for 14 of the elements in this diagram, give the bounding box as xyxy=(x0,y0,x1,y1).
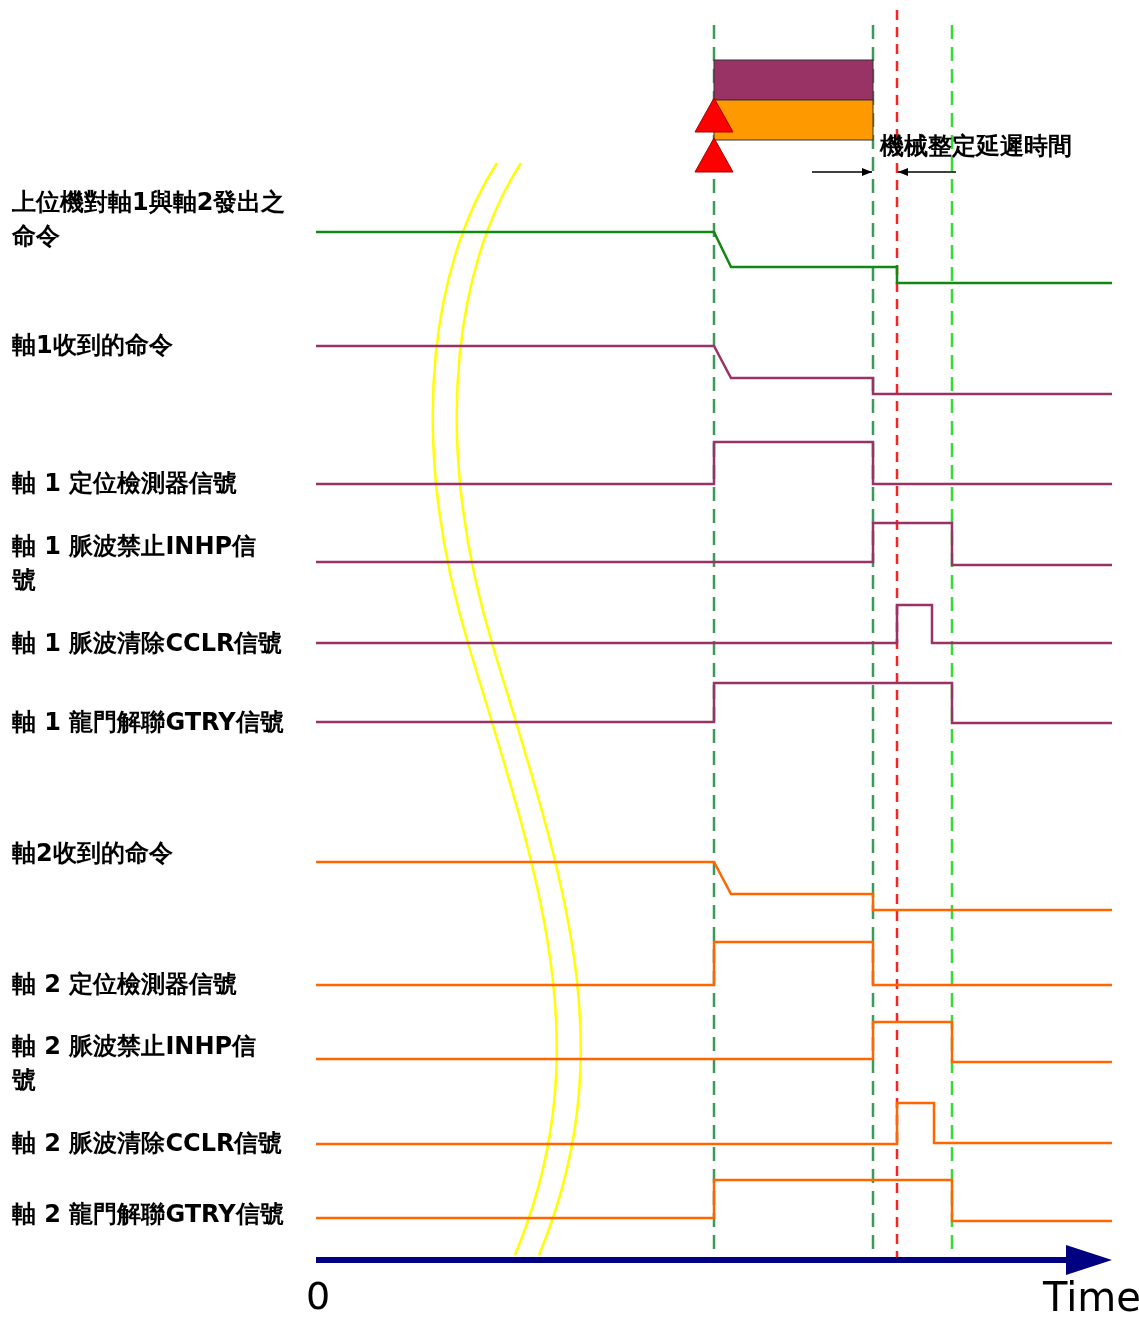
signal-label: 軸2收到的命令 xyxy=(12,838,173,869)
axis-label: Time xyxy=(1043,1274,1139,1318)
signal-label: 軸 2 脈波清除CCLR信號 xyxy=(12,1128,283,1159)
axis-tick-label: 0 xyxy=(306,1274,331,1318)
signal-label: 軸 1 龍門解聯GTRY信號 xyxy=(12,707,284,738)
signal-label: 軸 1 脈波清除CCLR信號 xyxy=(12,628,283,659)
dimension-label: 機械整定延遲時間 xyxy=(880,131,1072,162)
signal-label: 軸 1 脈波禁止INHP信號 xyxy=(12,531,258,596)
signal-label: 上位機對軸1與軸2發出之命令 xyxy=(12,187,287,252)
signal-label: 軸 2 脈波禁止INHP信號 xyxy=(12,1031,258,1096)
signal-label: 軸 2 定位檢測器信號 xyxy=(12,969,238,1000)
signal-label: 軸 2 龍門解聯GTRY信號 xyxy=(12,1199,284,1230)
signal-label: 軸 1 定位檢測器信號 xyxy=(12,468,238,499)
signal-label: 軸1收到的命令 xyxy=(12,330,173,361)
